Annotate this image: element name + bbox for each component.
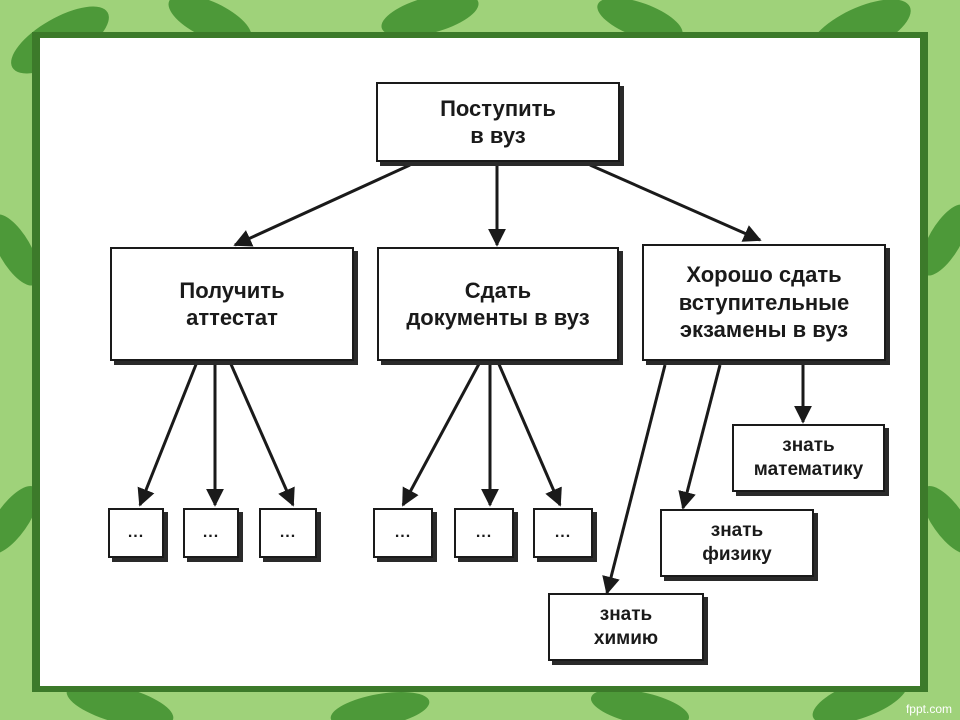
placeholder-node: ... — [373, 508, 433, 558]
leaf-icon — [66, 682, 174, 720]
subgoal-get-certificate: Получить аттестат — [110, 247, 354, 361]
arrow-root-to-exams — [589, 163, 762, 242]
placeholder-node: ... — [259, 508, 317, 558]
watermark: fppt.com — [905, 702, 952, 716]
subgoal-submit-documents: Сдать документы в вуз — [377, 247, 619, 361]
placeholder-node: ... — [183, 508, 239, 558]
arrow-exams-to-physics — [678, 364, 722, 510]
leaf-icon — [920, 204, 960, 276]
leaf-icon — [921, 485, 960, 555]
arrow-certificate-to-dots-1 — [137, 361, 199, 507]
arrow-documents-to-dots-3 — [496, 361, 562, 507]
goal-enter-university: Поступить в вуз — [376, 82, 620, 162]
task-know-physics: знать физику — [660, 509, 814, 577]
subgoal-pass-exams: Хорошо сдать вступительные экзамены в ву… — [642, 244, 886, 361]
task-know-chemistry: знать химию — [548, 593, 704, 661]
arrow-certificate-to-dots-3 — [228, 361, 295, 507]
arrow-root-to-certificate — [233, 163, 411, 247]
leaf-icon — [597, 0, 683, 43]
task-know-math: знать математику — [732, 424, 885, 492]
leaf-icon — [0, 485, 39, 555]
leaf-icon — [0, 214, 40, 286]
placeholder-node: ... — [454, 508, 514, 558]
leaf-icon — [330, 692, 430, 720]
leaf-icon — [381, 0, 479, 37]
arrow-documents-to-dots-1 — [401, 361, 482, 507]
leaf-icon — [590, 689, 690, 720]
placeholder-node: ... — [108, 508, 164, 558]
arrow-exams-to-chemistry — [602, 364, 667, 595]
placeholder-node: ... — [533, 508, 593, 558]
